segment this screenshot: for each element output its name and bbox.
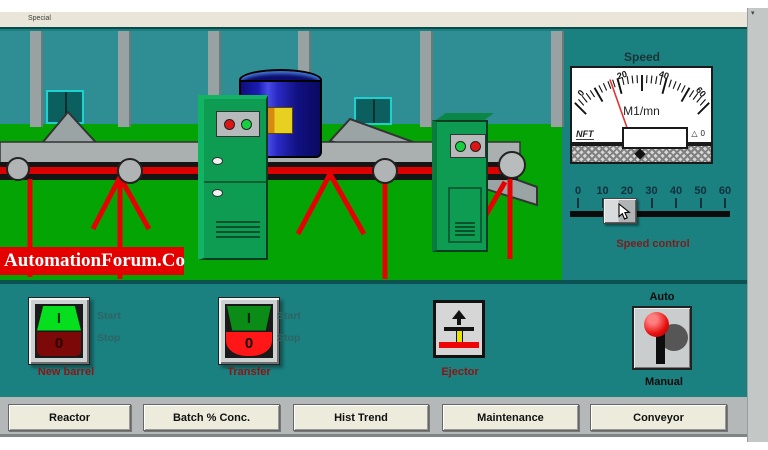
new-barrel-caption: New barrel [37,366,95,378]
switch-off-half[interactable]: 0 [226,331,272,356]
ejector-base [439,342,479,348]
barrel-label [264,107,293,134]
lever-stick [656,326,665,364]
window-right-scrollbar[interactable]: ▾ [747,8,768,442]
menu-item-special[interactable]: Special [28,15,51,22]
cabinet-2-lower-door [448,187,482,243]
cabinet-2-indicator-panel [450,134,486,158]
green-indicator-light [455,140,466,152]
wall-pillar [118,31,131,127]
nav-button-reactor[interactable]: Reactor [8,404,131,431]
conveyor-mimic-screen: AutomationForum.Co Speed 0 20 40 60 M1/m… [0,27,747,397]
slider-tick-marks [567,198,736,208]
control-cabinet-2-top [432,113,494,123]
switch-on-half[interactable]: I [37,306,81,331]
wall-pillar [551,31,564,127]
wall-pillar [420,31,433,127]
ejector-caption: Ejector [441,366,479,378]
transfer-stop-label: Stop [277,332,301,344]
speed-gauge: 0 20 40 60 M1/mn NFT △0 [570,66,713,164]
switch-off-half[interactable]: 0 [37,331,81,356]
nav-button-conveyor[interactable]: Conveyor [590,404,727,431]
auto-manual-toggle[interactable] [632,306,692,370]
section-divider [0,280,747,284]
cabinet-1-indicator-panel [216,111,260,137]
gauge-value-box [622,127,688,149]
transfer-start-label: Start [277,310,301,322]
cabinet-vents [216,221,260,239]
screen-nav-bar: Reactor Batch % Conc. Hist Trend Mainten… [0,397,747,437]
red-indicator-light [223,118,235,130]
control-cabinet-2 [432,120,488,252]
menu-bar: Special [0,12,747,28]
new-barrel-start-label: Start [97,310,121,322]
watermark-text: AutomationForum.Co [4,250,186,271]
wall-pillar [30,31,43,127]
transfer-caption: Transfer [227,366,271,378]
gauge-brand-logo: NFT [576,129,594,140]
nav-button-batch-conc[interactable]: Batch % Conc. [143,404,280,431]
ejector-plate [444,327,474,331]
ejector-button[interactable] [433,300,485,358]
mode-manual-label: Manual [645,376,683,388]
mouse-cursor-icon [618,203,631,220]
ejector-piston [455,331,463,342]
eject-arrow-stem [457,319,461,325]
switch-on-half[interactable]: I [227,306,271,331]
gauge-unit-label: M1/mn [623,104,660,118]
cabinet-door-split [204,181,266,183]
red-indicator-light [470,140,481,152]
slider-track[interactable] [570,211,730,217]
transfer-switch[interactable]: I 0 [218,297,280,365]
scroll-arrow-icon[interactable]: ▾ [751,10,755,17]
nav-button-hist-trend[interactable]: Hist Trend [293,404,429,431]
gauge-zero-adjust: △0 [691,129,708,138]
mode-auto-label: Auto [649,291,675,303]
gauge-title: Speed [623,50,660,64]
slider-handle[interactable] [602,198,637,224]
new-barrel-switch[interactable]: I 0 [28,297,90,365]
lever-knob[interactable] [644,312,669,337]
cabinet-handle [212,189,223,197]
gauge-adjust-arrow-icon: △ [691,129,701,138]
slider-caption: Speed control [616,238,690,250]
control-cabinet-1 [198,95,268,260]
new-barrel-stop-label: Stop [97,332,121,344]
watermark-banner: AutomationForum.Co [0,247,186,275]
cabinet-vents [455,222,475,236]
barrel-exit-door [354,97,392,125]
cabinet-handle [212,157,223,165]
nav-button-maintenance[interactable]: Maintenance [442,404,579,431]
green-indicator-light [241,118,253,130]
eject-arrow-icon [452,310,466,319]
